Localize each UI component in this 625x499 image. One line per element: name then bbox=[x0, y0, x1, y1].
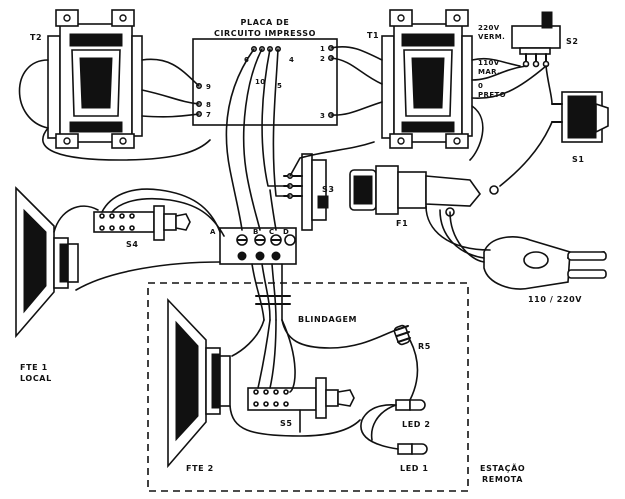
label-plug-voltage: 110 / 220V bbox=[528, 295, 582, 304]
pin-8: 8 bbox=[206, 101, 211, 109]
label-fte1-line1: FTE 1 bbox=[20, 363, 48, 372]
label-s3: S3 bbox=[322, 185, 335, 194]
label-led2: LED 2 bbox=[402, 420, 431, 429]
label-terminal-c: C bbox=[269, 228, 275, 236]
led-1 bbox=[397, 443, 428, 455]
speaker-fte1 bbox=[15, 186, 79, 339]
label-s2: S2 bbox=[566, 37, 579, 46]
label-terminal-b: B bbox=[253, 228, 259, 236]
label-remota: REMOTA bbox=[482, 475, 523, 484]
label-comum: 0 bbox=[478, 82, 483, 90]
label-s1: S1 bbox=[572, 155, 585, 164]
pin-4: 4 bbox=[289, 56, 294, 64]
label-mar: MAR. bbox=[478, 68, 500, 76]
label-led1: LED 1 bbox=[400, 464, 429, 473]
remote-station-box bbox=[147, 282, 469, 492]
pcb-title-line2: CIRCUITO IMPRESSO bbox=[214, 29, 316, 38]
speaker-fte2 bbox=[167, 297, 231, 469]
switch-s5 bbox=[247, 377, 355, 419]
pin-9: 9 bbox=[206, 83, 211, 91]
label-s5: S5 bbox=[280, 419, 293, 428]
pin-7: 7 bbox=[206, 111, 211, 119]
label-blindagem: BLINDAGEM bbox=[298, 315, 357, 324]
label-estacao: ESTAÇÃO bbox=[480, 463, 525, 473]
transformer-t1 bbox=[381, 9, 473, 149]
power-plug bbox=[483, 236, 607, 290]
switch-s1 bbox=[551, 91, 609, 143]
switch-s4 bbox=[93, 205, 191, 241]
transformer-t2 bbox=[47, 9, 143, 149]
label-fte1-line2: LOCAL bbox=[20, 374, 52, 383]
pin-6: 6 bbox=[244, 56, 249, 64]
switch-s3 bbox=[283, 153, 329, 231]
pin-1: 1 bbox=[320, 45, 325, 53]
pin-2: 2 bbox=[320, 55, 325, 63]
label-r5: R5 bbox=[418, 342, 431, 351]
wires bbox=[18, 45, 553, 450]
resistor-r5 bbox=[393, 324, 411, 346]
label-110v: 110V bbox=[478, 59, 500, 67]
label-fte2: FTE 2 bbox=[186, 464, 214, 473]
fuse-holder-f1 bbox=[349, 165, 499, 217]
terminal-block bbox=[219, 227, 297, 265]
label-t1: T1 bbox=[367, 31, 379, 40]
label-preto: PRETO bbox=[478, 91, 506, 99]
pin-10: 10 bbox=[255, 78, 266, 86]
label-verm: VERM. bbox=[478, 33, 505, 41]
pcb-title-line1: PLACA DE bbox=[241, 18, 290, 27]
switch-s2 bbox=[511, 11, 561, 68]
pin-5: 5 bbox=[277, 82, 282, 90]
label-f1: F1 bbox=[396, 219, 408, 228]
led-2 bbox=[395, 399, 426, 411]
pin-3: 3 bbox=[320, 112, 325, 120]
label-s4: S4 bbox=[126, 240, 139, 249]
label-terminal-a: A bbox=[210, 228, 216, 236]
label-terminal-d: D bbox=[283, 228, 289, 236]
label-t2: T2 bbox=[30, 33, 42, 42]
label-220v: 220V bbox=[478, 24, 500, 32]
